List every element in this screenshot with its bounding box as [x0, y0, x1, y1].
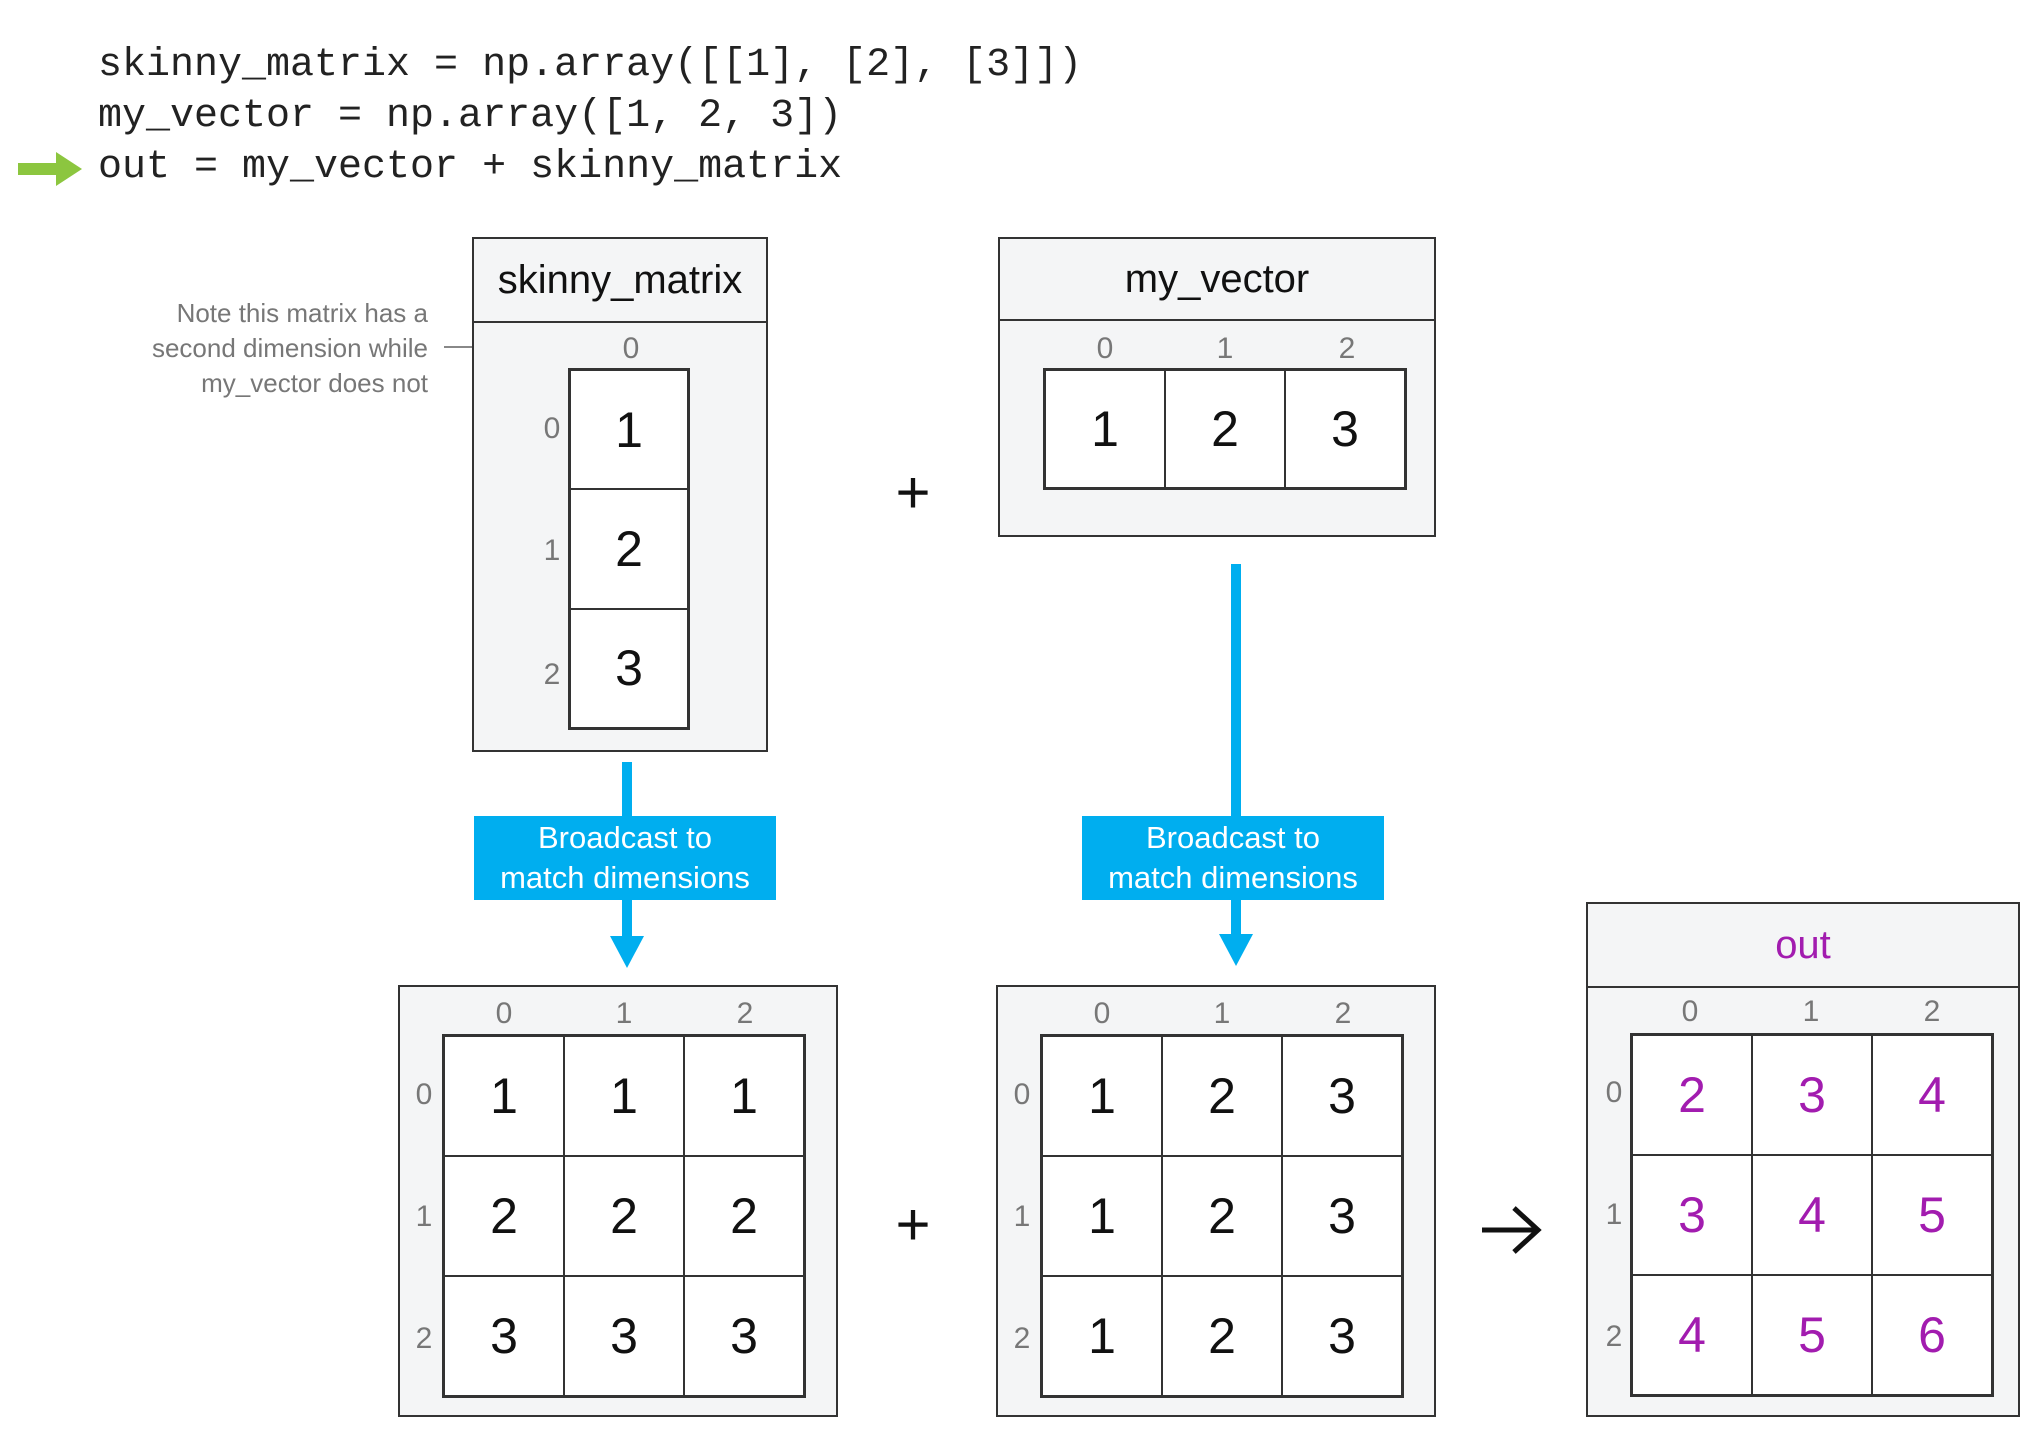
bv-row-index-1: 1	[1013, 1200, 1031, 1233]
bm-col-index-2: 2	[736, 997, 754, 1030]
vector-cell: 3	[1285, 370, 1405, 488]
out-cell: 5	[1872, 1155, 1992, 1275]
bm-col-index-1: 1	[615, 997, 633, 1030]
bv-cell: 3	[1282, 1036, 1402, 1156]
vector-col-index-0: 0	[1096, 332, 1114, 365]
out-row-index-1: 1	[1605, 1198, 1623, 1231]
broadcast-label-right-line-1: Broadcast to	[1145, 820, 1321, 855]
note-line-3: my_vector does not	[201, 368, 428, 398]
broadcast-label-left: Broadcast to match dimensions	[474, 816, 776, 900]
skinny-cell: 1	[570, 370, 688, 490]
out-row-index-0: 0	[1605, 1076, 1623, 1109]
bm-cell: 1	[684, 1036, 804, 1156]
bm-col-index-0: 0	[495, 997, 513, 1030]
code-line-1: skinny_matrix = np.array([[1], [2], [3]]…	[98, 43, 1083, 88]
bv-col-index-1: 1	[1213, 997, 1231, 1030]
bv-cell: 3	[1282, 1156, 1402, 1276]
bv-col-index-2: 2	[1334, 997, 1352, 1030]
out-row-index-2: 2	[1605, 1320, 1623, 1353]
plus-operator-bottom: +	[895, 1191, 931, 1258]
out-cell: 6	[1872, 1275, 1992, 1395]
broadcast-label-right-line-2: match dimensions	[1108, 860, 1358, 895]
out-cell: 2	[1632, 1035, 1752, 1155]
vector-col-index-1: 1	[1216, 332, 1234, 365]
code-line-2: my_vector = np.array([1, 2, 3])	[98, 94, 843, 139]
out-cell: 4	[1752, 1155, 1872, 1275]
code-line-3: out = my_vector + skinny_matrix	[98, 145, 843, 190]
out-cell: 3	[1632, 1155, 1752, 1275]
out-title: out	[1588, 904, 2018, 988]
bm-row-index-0: 0	[415, 1078, 433, 1111]
bv-cell: 1	[1042, 1156, 1162, 1276]
bv-row-index-0: 0	[1013, 1078, 1031, 1111]
out-col-index-1: 1	[1802, 995, 1820, 1028]
my-vector-title: my_vector	[1000, 239, 1434, 321]
skinny-row-index-1: 1	[543, 534, 561, 567]
broadcast-label-left-line-2: match dimensions	[500, 860, 750, 895]
bv-cell: 1	[1042, 1276, 1162, 1396]
bm-cell: 2	[444, 1156, 564, 1276]
bm-cell: 3	[564, 1276, 684, 1396]
bm-cell: 2	[684, 1156, 804, 1276]
out-cell: 4	[1632, 1275, 1752, 1395]
annotation-note: Note this matrix has a second dimension …	[68, 296, 428, 401]
skinny-row-index-2: 2	[543, 658, 561, 691]
bv-col-index-0: 0	[1093, 997, 1111, 1030]
broadcast-label-right: Broadcast to match dimensions	[1082, 816, 1384, 900]
note-line-1: Note this matrix has a	[176, 298, 428, 328]
result-arrow-icon	[1482, 1206, 1542, 1254]
bm-row-index-2: 2	[415, 1322, 433, 1355]
broadcast-label-left-line-1: Broadcast to	[537, 820, 713, 855]
broadcast-arrow-right-icon	[1219, 564, 1253, 966]
out-grid: 2 3 4 3 4 5 4 5 6	[1630, 1033, 1994, 1397]
out-cell: 4	[1872, 1035, 1992, 1155]
vector-cell: 2	[1165, 370, 1285, 488]
bv-cell: 2	[1162, 1156, 1282, 1276]
vector-cell: 1	[1045, 370, 1165, 488]
skinny-row-index-0: 0	[543, 412, 561, 445]
skinny-cell: 3	[570, 608, 688, 728]
broadcast-vector-grid: 1 2 3 1 2 3 1 2 3	[1040, 1034, 1404, 1398]
skinny-matrix-title: skinny_matrix	[474, 239, 766, 323]
bv-cell: 1	[1042, 1036, 1162, 1156]
plus-operator-top: +	[895, 459, 931, 526]
my-vector-grid: 1 2 3	[1043, 368, 1407, 490]
out-cell: 3	[1752, 1035, 1872, 1155]
current-line-arrow-icon	[18, 152, 82, 186]
bm-cell: 1	[444, 1036, 564, 1156]
out-col-index-2: 2	[1923, 995, 1941, 1028]
bm-cell: 3	[684, 1276, 804, 1396]
bv-cell: 2	[1162, 1036, 1282, 1156]
out-cell: 5	[1752, 1275, 1872, 1395]
bv-cell: 2	[1162, 1276, 1282, 1396]
bv-row-index-2: 2	[1013, 1322, 1031, 1355]
bm-cell: 3	[444, 1276, 564, 1396]
bm-cell: 2	[564, 1156, 684, 1276]
bm-cell: 1	[564, 1036, 684, 1156]
bm-row-index-1: 1	[415, 1200, 433, 1233]
out-col-index-0: 0	[1681, 995, 1699, 1028]
vector-col-index-2: 2	[1338, 332, 1356, 365]
bv-cell: 3	[1282, 1276, 1402, 1396]
note-line-2: second dimension while	[151, 333, 428, 363]
skinny-cell: 2	[570, 489, 688, 609]
broadcast-matrix-grid: 1 1 1 2 2 2 3 3 3	[442, 1034, 806, 1398]
skinny-matrix-grid: 1 2 3	[568, 368, 690, 730]
skinny-col-index-0: 0	[622, 332, 640, 365]
